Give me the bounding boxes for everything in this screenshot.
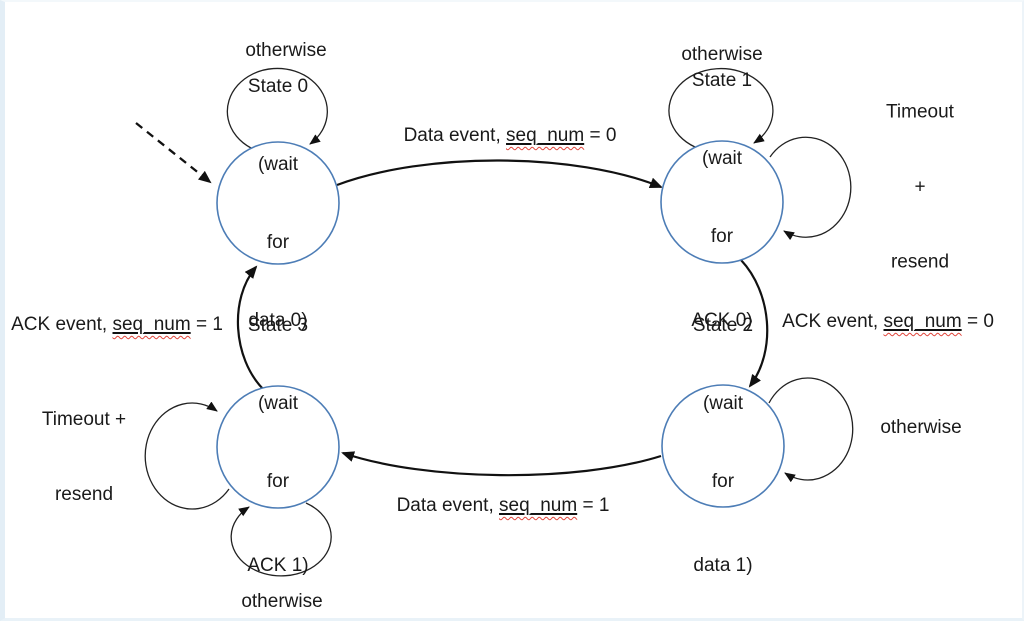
transition-text: Data event, bbox=[396, 495, 500, 516]
self-loop-state3-otherwise bbox=[230, 502, 332, 577]
state-label-state2: State 2 (wait for data 1) bbox=[693, 261, 753, 621]
transition-text: ACK event, bbox=[782, 311, 884, 332]
loop-label-state2-otherwise: otherwise bbox=[880, 417, 962, 438]
transition-label-data-event-0: Data event, seq_num = 0 bbox=[404, 124, 617, 148]
state2-line4: data 1) bbox=[693, 555, 753, 576]
self-loop-state1-timeout bbox=[769, 136, 852, 241]
state2-line1: State 2 bbox=[692, 315, 754, 336]
seq-num-underlined: seq_num bbox=[499, 495, 578, 516]
state0-line2: (wait bbox=[257, 154, 299, 175]
self-loop-state1-otherwise bbox=[668, 67, 774, 148]
state0-line4: data 0) bbox=[248, 310, 308, 331]
transition-arrow-state1-to-state2 bbox=[740, 259, 769, 388]
state3-line2: (wait bbox=[257, 393, 299, 414]
initial-state-arrow bbox=[135, 122, 212, 184]
state1-line2: (wait bbox=[701, 148, 743, 169]
transition-label-data-event-1: Data event, seq_num = 1 bbox=[397, 494, 610, 518]
loop-label-state1-timeout-resend: Timeout + resend bbox=[886, 50, 954, 325]
self-loop-state3-timeout bbox=[144, 401, 230, 510]
state2-line3: for bbox=[711, 471, 735, 492]
loop-label-state0-otherwise: otherwise bbox=[245, 40, 327, 61]
state1-line3: for bbox=[710, 226, 734, 247]
self-loop-state2-otherwise bbox=[768, 377, 854, 483]
plus-line: + bbox=[914, 176, 926, 198]
timeout-line: Timeout + bbox=[41, 409, 127, 430]
state-circle-state0 bbox=[216, 141, 340, 265]
timeout-line: Timeout bbox=[886, 101, 954, 123]
transition-arrow-state3-to-state0 bbox=[236, 265, 264, 390]
transition-arrow-state0-to-state1 bbox=[336, 159, 663, 189]
self-loop-state0-otherwise bbox=[226, 67, 328, 149]
transition-text: = 1 bbox=[190, 314, 223, 335]
state3-line4: ACK 1) bbox=[247, 555, 309, 576]
state0-line1: State 0 bbox=[247, 76, 309, 97]
loop-label-state1-otherwise: otherwise bbox=[681, 44, 763, 65]
transition-text: ACK event, bbox=[11, 314, 113, 335]
state1-line4: ACK 0) bbox=[691, 310, 753, 331]
transition-text: = 0 bbox=[961, 311, 994, 332]
transition-text: Data event, bbox=[403, 125, 507, 146]
state-label-state0: State 0 (wait for data 0) bbox=[248, 22, 308, 386]
seq-num-underlined: seq_num bbox=[506, 125, 585, 146]
state-circle-state3 bbox=[216, 385, 340, 509]
resend-line: resend bbox=[890, 251, 950, 273]
seq-num-underlined: seq_num bbox=[883, 311, 962, 332]
transition-label-ack-event-0: ACK event, seq_num = 0 bbox=[782, 310, 994, 334]
state2-line2: (wait bbox=[702, 393, 744, 414]
state0-line3: for bbox=[266, 232, 290, 253]
state-circle-state2 bbox=[661, 384, 785, 508]
state3-line1: State 3 bbox=[247, 315, 309, 336]
transition-text: = 1 bbox=[577, 495, 610, 516]
transition-arrow-state2-to-state3 bbox=[341, 451, 662, 477]
state3-line3: for bbox=[266, 471, 290, 492]
transition-text: = 0 bbox=[584, 125, 617, 146]
state-label-state1: State 1 (wait for ACK 0) bbox=[691, 16, 752, 386]
state-circle-state1 bbox=[660, 140, 784, 264]
loop-label-state3-timeout-resend: Timeout + resend bbox=[42, 357, 126, 557]
transition-label-ack-event-1: ACK event, seq_num = 1 bbox=[11, 313, 223, 337]
resend-line: resend bbox=[54, 484, 114, 505]
state1-line1: State 1 bbox=[691, 70, 753, 91]
seq-num-underlined: seq_num bbox=[112, 314, 191, 335]
state-label-state3: State 3 (wait for ACK 1) bbox=[247, 261, 308, 621]
loop-label-state3-otherwise: otherwise bbox=[241, 591, 323, 612]
